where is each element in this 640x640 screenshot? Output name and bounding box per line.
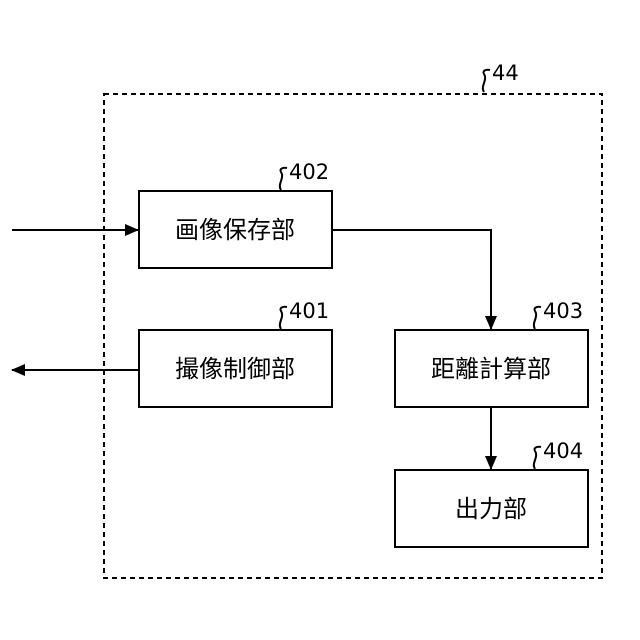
- distance-calc-ref-leader: [534, 307, 541, 329]
- imaging-control-label: 撮像制御部: [175, 355, 295, 383]
- output-ref-label: 404: [543, 439, 583, 463]
- imaging-control-block: 撮像制御部 401: [139, 299, 332, 407]
- output-label: 出力部: [455, 495, 527, 523]
- imaging-control-ref-label: 401: [289, 299, 329, 323]
- output-ref-leader: [534, 447, 541, 469]
- distance-calc-label: 距離計算部: [431, 355, 551, 383]
- image-storage-block: 画像保存部 402: [139, 160, 332, 268]
- image-storage-label: 画像保存部: [175, 216, 295, 244]
- distance-calc-ref-label: 403: [543, 299, 583, 323]
- container-ref-label: 44: [492, 61, 519, 85]
- container-ref-leader: [483, 70, 490, 92]
- storage-to-distance-arrow: [332, 230, 491, 329]
- imaging-control-ref-leader: [280, 307, 287, 329]
- image-storage-ref-leader: [280, 168, 287, 190]
- image-storage-ref-label: 402: [289, 160, 329, 184]
